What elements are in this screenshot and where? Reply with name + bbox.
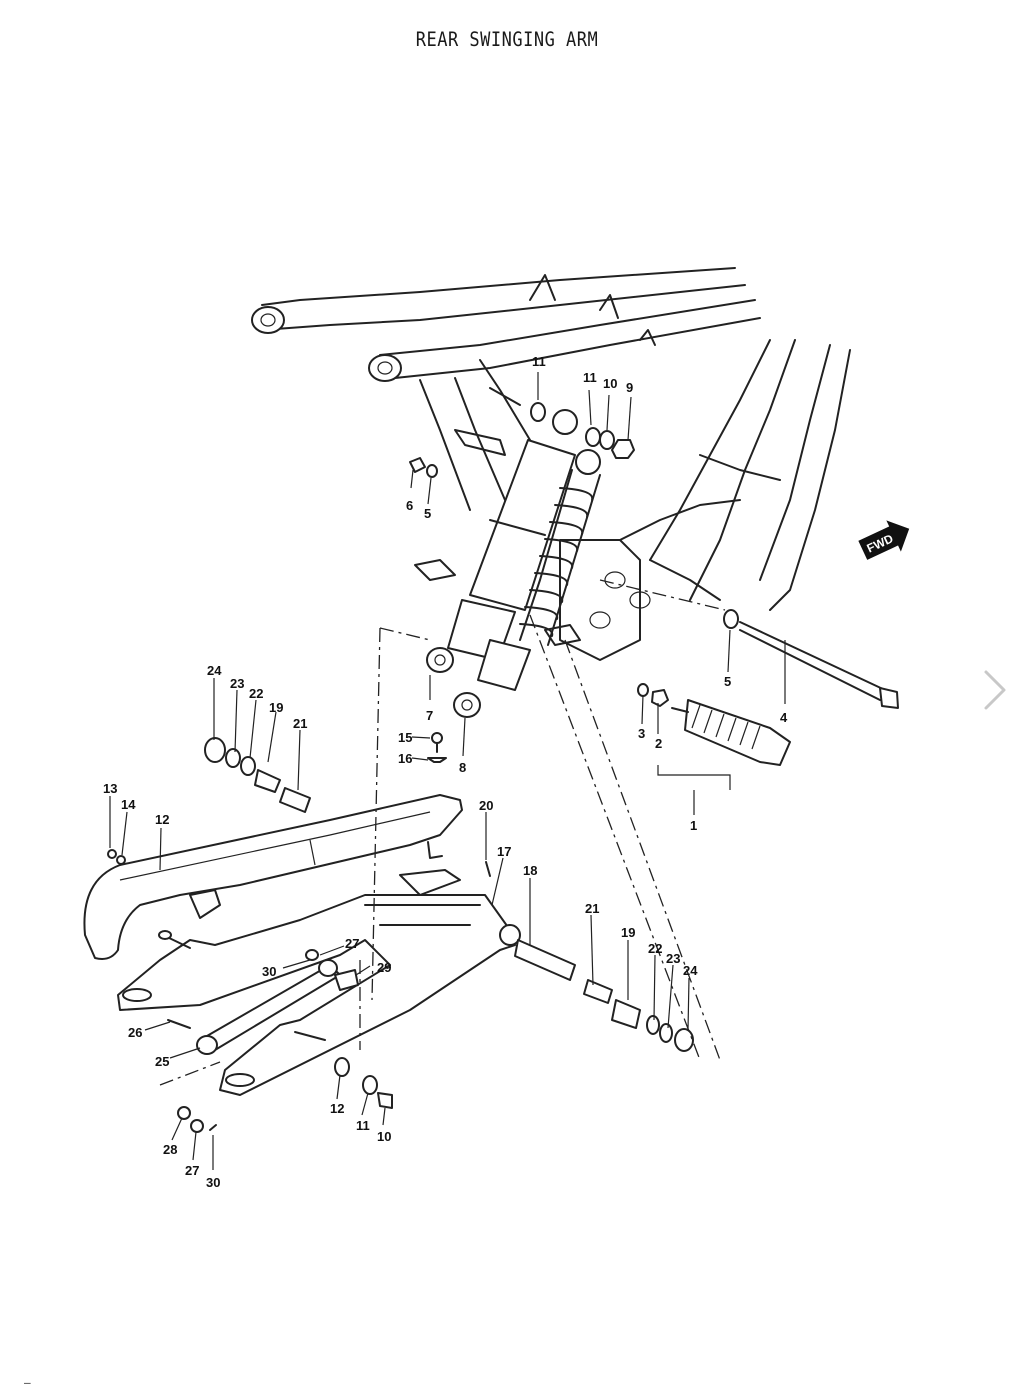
part-label: 26 xyxy=(128,1025,142,1040)
part-label: 4 xyxy=(780,710,788,725)
fwd-arrow-icon: FWD xyxy=(858,520,910,560)
page-title: REAR SWINGING ARM xyxy=(415,28,599,52)
part-label: 3 xyxy=(638,726,645,741)
part-label: 27 xyxy=(345,936,359,951)
part-label: 6 xyxy=(406,498,413,513)
part-label: 23 xyxy=(230,676,244,691)
part-label: 12 xyxy=(155,812,169,827)
frame-drawing xyxy=(251,267,851,661)
part-label: 19 xyxy=(621,925,635,940)
part-label: 30 xyxy=(206,1175,220,1190)
part-label: 17 xyxy=(497,844,511,859)
part-label: 8 xyxy=(459,760,466,775)
pivot-shaft xyxy=(739,621,899,709)
part-label: 18 xyxy=(523,863,537,878)
part-labels: 11 11 10 9 6 5 5 4 3 2 1 7 8 15 16 24 23… xyxy=(103,354,788,1190)
part-label: 5 xyxy=(424,506,431,521)
shock-absorbers xyxy=(426,409,601,718)
part-label: 24 xyxy=(207,663,222,678)
part-label: 10 xyxy=(377,1129,391,1144)
part-label: 11 xyxy=(532,354,546,369)
part-label: 11 xyxy=(356,1118,370,1133)
part-label: 9 xyxy=(626,380,633,395)
part-label: 21 xyxy=(293,716,307,731)
page-number: — xyxy=(24,1376,31,1389)
footrest xyxy=(671,699,791,766)
part-label: 7 xyxy=(426,708,433,723)
part-label: 21 xyxy=(585,901,599,916)
part-label: 15 xyxy=(398,730,412,745)
part-label: 11 xyxy=(583,370,597,385)
part-label: 1 xyxy=(690,818,697,833)
part-label: 20 xyxy=(479,798,493,813)
part-label: 29 xyxy=(377,960,391,975)
chevron-right-icon[interactable] xyxy=(982,668,1008,712)
part-label: 19 xyxy=(269,700,283,715)
part-label: 28 xyxy=(163,1142,177,1157)
shock-hardware xyxy=(409,402,739,763)
part-label: 13 xyxy=(103,781,117,796)
part-label: 16 xyxy=(398,751,412,766)
part-label: 25 xyxy=(155,1054,169,1069)
assembly-centerlines xyxy=(159,579,726,1086)
part-label: 27 xyxy=(185,1163,199,1178)
part-label: 22 xyxy=(249,686,263,701)
part-label: 23 xyxy=(666,951,680,966)
part-label: 5 xyxy=(724,674,731,689)
part-label: 14 xyxy=(121,797,136,812)
part-label: 12 xyxy=(330,1101,344,1116)
leader-lines xyxy=(109,372,786,1170)
part-label: 2 xyxy=(655,736,662,751)
swinging-arm-assembly xyxy=(83,737,694,1133)
part-label: 30 xyxy=(262,964,276,979)
part-label: 24 xyxy=(683,963,698,978)
part-label: 22 xyxy=(648,941,662,956)
part-label: 10 xyxy=(603,376,617,391)
